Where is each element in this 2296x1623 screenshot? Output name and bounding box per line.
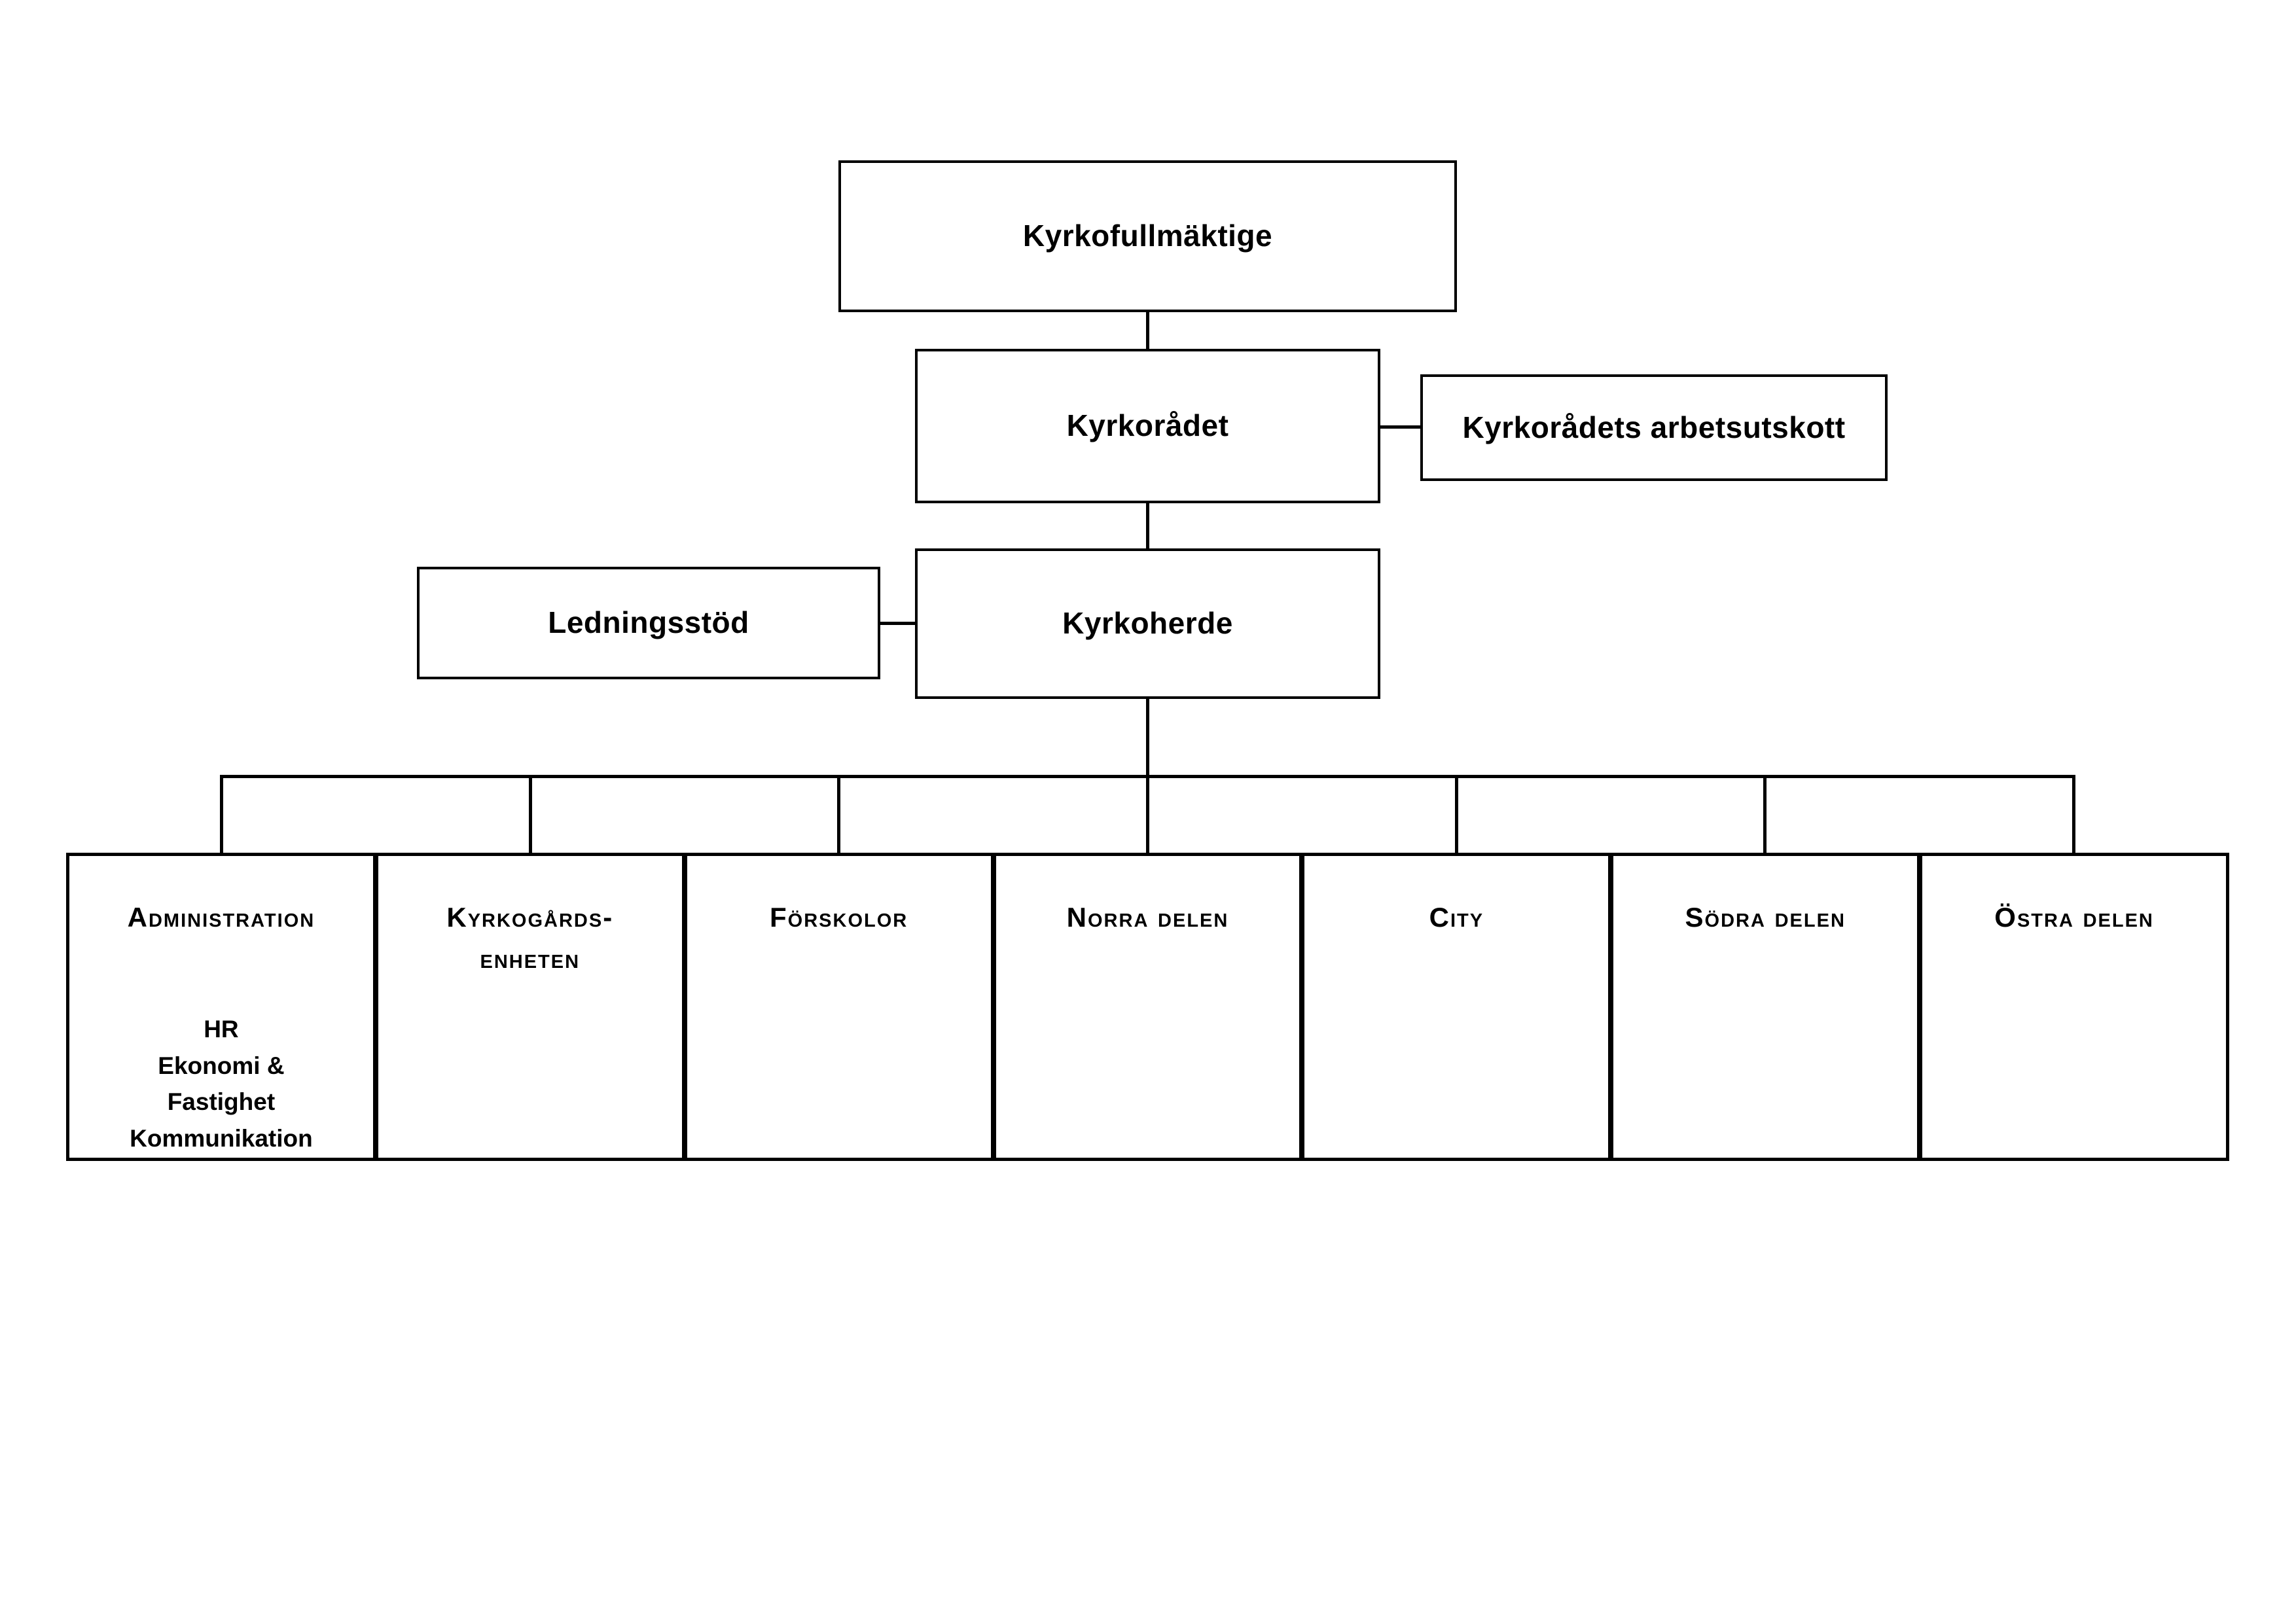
- node-ledningsstod: Ledningsstöd: [417, 567, 880, 679]
- drop-administration: [220, 775, 223, 856]
- drop-kyrkogardsenheten: [529, 775, 532, 856]
- connector-kyrkofullmaktige-kyrkoradet: [1146, 312, 1149, 349]
- connector-kyrkoherde-rail: [1146, 699, 1149, 778]
- node-ledningsstod-label: Ledningsstöd: [548, 605, 749, 640]
- node-arbetsutskott-label: Kyrkorådets arbetsutskott: [1462, 410, 1846, 444]
- connector-ledningsstod-kyrkoherde: [880, 622, 915, 625]
- unit-forskolor-label: Förskolor: [770, 902, 908, 933]
- sub-item-ekonomi: Ekonomi &: [158, 1052, 285, 1079]
- unit-kyrkogardsenheten: Kyrkogårds- enheten: [378, 856, 687, 1158]
- drop-forskolor: [837, 775, 840, 856]
- sub-item-fastighet: Fastighet: [167, 1088, 276, 1115]
- sub-item-kommunikation: Kommunikation: [130, 1124, 313, 1152]
- unit-kyrkogardsenheten-label-line1: Kyrkogårds-: [446, 902, 614, 933]
- node-kyrkoradet-label: Kyrkorådet: [1066, 408, 1229, 443]
- node-kyrkofullmaktige-label: Kyrkofullmäktige: [1022, 219, 1273, 253]
- unit-kyrkogardsenheten-label-line2: enheten: [480, 943, 581, 974]
- connector-kyrkoradet-kyrkoherde: [1146, 503, 1149, 548]
- unit-row: Administration HR Ekonomi & Fastighet Ko…: [66, 853, 2229, 1161]
- node-arbetsutskott: Kyrkorådets arbetsutskott: [1420, 374, 1888, 481]
- node-kyrkoherde: Kyrkoherde: [915, 548, 1380, 699]
- connector-kyrkoradet-arbetsutskott: [1380, 425, 1420, 429]
- unit-kyrkogardsenheten-label: Kyrkogårds- enheten: [446, 897, 613, 979]
- sub-item-hr: HR: [204, 1016, 239, 1043]
- unit-city-label: City: [1429, 902, 1484, 933]
- node-kyrkoradet: Kyrkorådet: [915, 349, 1380, 503]
- unit-administration-sublist: HR Ekonomi & Fastighet Kommunikation: [130, 1011, 313, 1156]
- unit-ostra-delen: Östra delen: [1922, 856, 2226, 1158]
- drop-norra-delen: [1146, 775, 1149, 856]
- unit-norra-delen: Norra delen: [996, 856, 1305, 1158]
- unit-city: City: [1304, 856, 1614, 1158]
- unit-sodra-delen-label: Södra delen: [1685, 902, 1846, 933]
- unit-administration: Administration HR Ekonomi & Fastighet Ko…: [69, 856, 378, 1158]
- node-kyrkofullmaktige: Kyrkofullmäktige: [838, 160, 1457, 312]
- node-kyrkoherde-label: Kyrkoherde: [1062, 606, 1233, 641]
- unit-ostra-delen-label: Östra delen: [1994, 902, 2154, 933]
- unit-forskolor: Förskolor: [687, 856, 996, 1158]
- drop-ostra-delen: [2072, 775, 2075, 856]
- unit-sodra-delen: Södra delen: [1613, 856, 1923, 1158]
- drop-city: [1455, 775, 1458, 856]
- unit-administration-label: Administration: [127, 902, 315, 933]
- drop-sodra-delen: [1763, 775, 1767, 856]
- unit-norra-delen-label: Norra delen: [1066, 902, 1229, 933]
